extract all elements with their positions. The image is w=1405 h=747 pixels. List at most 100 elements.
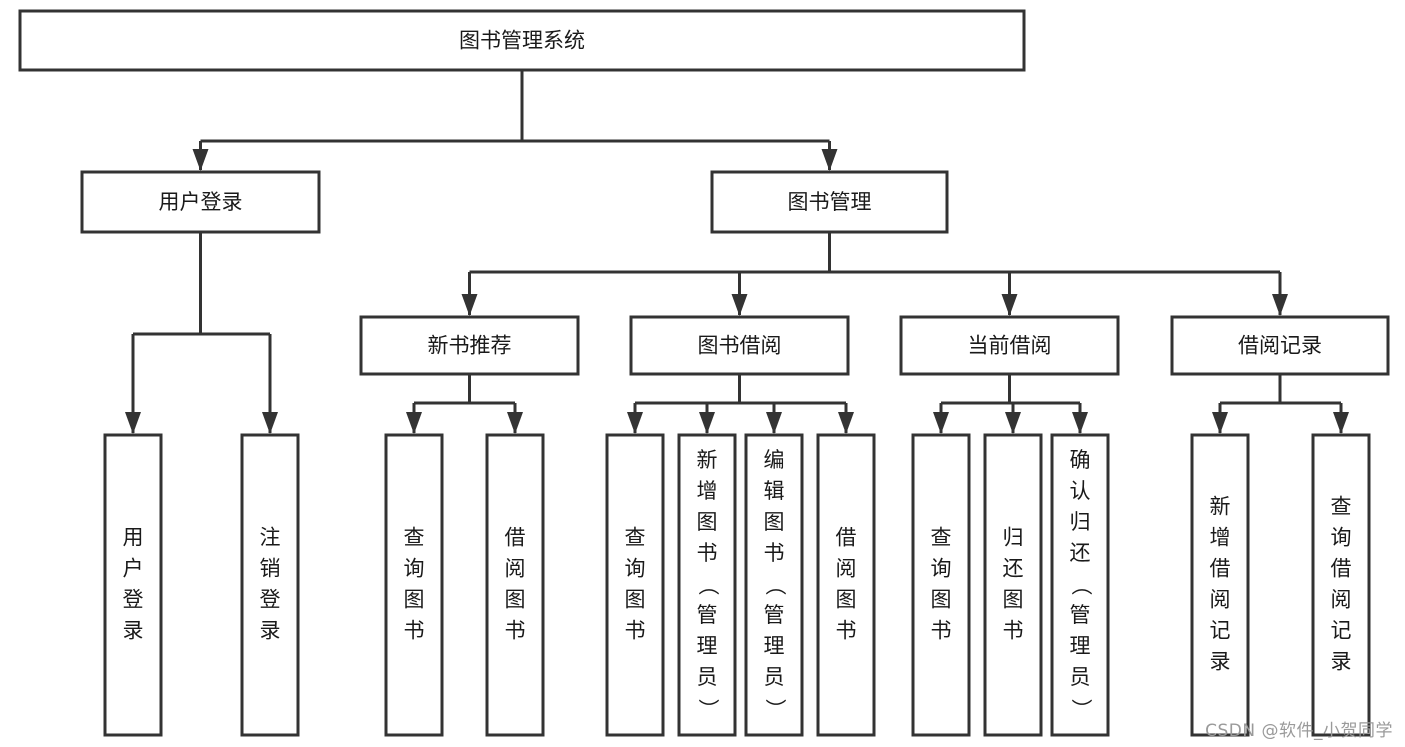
arrow-head-icon	[627, 412, 643, 434]
node-label-char: （	[696, 575, 720, 596]
node-book-borrow[interactable]: 图书借阅	[629, 315, 850, 376]
node-label-char: 还	[1003, 557, 1024, 581]
node-label-char: ）	[763, 699, 787, 720]
node-label-char: 录	[123, 619, 144, 643]
node-label-char: 辑	[764, 479, 785, 503]
node-label-char: 归	[1070, 510, 1091, 534]
node-book-management[interactable]: 图书管理	[710, 170, 949, 234]
arrow-head-icon	[699, 412, 715, 434]
node-label-char: 销	[260, 557, 281, 581]
node-label-char: 归	[1003, 526, 1024, 550]
node-label-char: 书	[625, 619, 646, 643]
node-rect	[240, 433, 300, 737]
arrow-head-icon	[933, 412, 949, 434]
node-label-char: 记	[1331, 619, 1352, 643]
node-label-char: 理	[697, 634, 718, 658]
node-label-char: 图	[836, 588, 857, 612]
arrow-head-icon	[1272, 294, 1288, 316]
node-label-char: 阅	[505, 557, 526, 581]
node-borrow-record[interactable]: 借阅记录	[1170, 315, 1390, 376]
node-label-char: 图	[931, 588, 952, 612]
node-rect	[911, 433, 971, 737]
node-label-char: 录	[1331, 650, 1352, 674]
node-rect	[103, 433, 163, 737]
node-label-char: 查	[1331, 495, 1352, 519]
node-label-char: 用	[123, 526, 144, 550]
node-label-char: 新	[697, 448, 718, 472]
node-label: 用户登录	[159, 190, 243, 214]
node-rect	[1170, 315, 1390, 376]
node-label-char: 借	[505, 526, 526, 550]
node-rect	[80, 170, 321, 234]
node-label-char: 书	[404, 619, 425, 643]
node-label-char: 编	[764, 448, 785, 472]
node-rect	[899, 315, 1120, 376]
node-label-char: 询	[404, 557, 425, 581]
node-label-char: 录	[1210, 650, 1231, 674]
node-label: 图书管理	[788, 190, 872, 214]
node-label: 图书借阅	[698, 334, 782, 358]
node-label-char: 员	[764, 665, 785, 689]
node-label-char: 理	[1070, 634, 1091, 658]
node-label-char: 登	[260, 588, 281, 612]
node-label-char: 管	[764, 603, 785, 627]
arrow-head-icon	[1005, 412, 1021, 434]
node-label-char: 书	[505, 619, 526, 643]
node-label: 新书推荐	[428, 334, 512, 358]
arrow-head-icon	[1212, 412, 1228, 434]
node-rect	[677, 433, 737, 737]
node-label-char: 新	[1210, 495, 1231, 519]
arrow-head-icon	[1001, 294, 1018, 316]
node-label-char: 确	[1070, 448, 1091, 472]
node-label-char: 查	[931, 526, 952, 550]
node-label-char: 记	[1210, 619, 1231, 643]
node-label-char: 借	[1210, 557, 1231, 581]
node-label-char: 借	[1331, 557, 1352, 581]
arrow-head-icon	[507, 412, 523, 434]
node-label: 图书管理系统	[459, 29, 585, 53]
node-label-char: ）	[696, 699, 720, 720]
node-user-login[interactable]: 用户登录	[80, 170, 321, 234]
arrow-head-icon	[461, 294, 478, 316]
node-rect	[744, 433, 804, 737]
connectors-layer	[125, 70, 1349, 434]
arrow-head-icon	[766, 412, 782, 434]
node-label-char: 员	[1070, 665, 1091, 689]
node-label-char: 询	[625, 557, 646, 581]
node-label-char: 书	[1003, 619, 1024, 643]
node-rect	[816, 433, 876, 737]
node-label-char: 增	[1210, 526, 1231, 550]
node-label-char: 员	[697, 665, 718, 689]
node-rect	[629, 315, 850, 376]
node-current-borrow[interactable]: 当前借阅	[899, 315, 1120, 376]
node-root[interactable]: 图书管理系统	[18, 9, 1026, 72]
node-label-char: 增	[697, 479, 718, 503]
node-label-char: 书	[836, 619, 857, 643]
node-label-char: 阅	[1210, 588, 1231, 612]
node-label-char: 户	[123, 557, 144, 581]
node-label-char: 理	[764, 634, 785, 658]
arrow-head-icon	[406, 412, 422, 434]
arrow-head-icon	[1072, 412, 1088, 434]
node-label-char: 阅	[1331, 588, 1352, 612]
node-new-book-recommend[interactable]: 新书推荐	[359, 315, 580, 376]
nodes-layer: 图书管理系统用户登录图书管理新书推荐图书借阅当前借阅借阅记录用户登录注销登录查询…	[18, 9, 1390, 737]
node-leaf-user-login[interactable]: 用户登录	[103, 433, 163, 737]
node-label-char: 图	[1003, 588, 1024, 612]
arrow-head-icon	[262, 412, 278, 434]
arrow-head-icon	[821, 149, 838, 171]
node-rect	[384, 433, 444, 737]
node-label-char: 查	[404, 526, 425, 550]
